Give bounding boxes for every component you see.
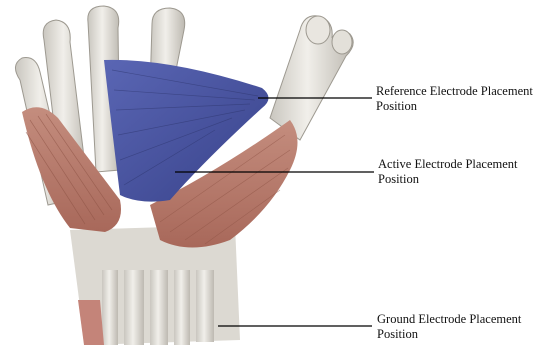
reference-label-line2: Position [376,99,533,114]
reference-electrode-label: Reference Electrode Placement Position [376,84,533,114]
active-label-line1: Active Electrode Placement [378,157,518,172]
active-label-line2: Position [378,172,518,187]
reference-label-line1: Reference Electrode Placement [376,84,533,99]
active-electrode-label: Active Electrode Placement Position [378,157,518,187]
ground-label-line2: Position [377,327,521,342]
ground-electrode-label: Ground Electrode Placement Position [377,312,521,342]
ground-label-line1: Ground Electrode Placement [377,312,521,327]
